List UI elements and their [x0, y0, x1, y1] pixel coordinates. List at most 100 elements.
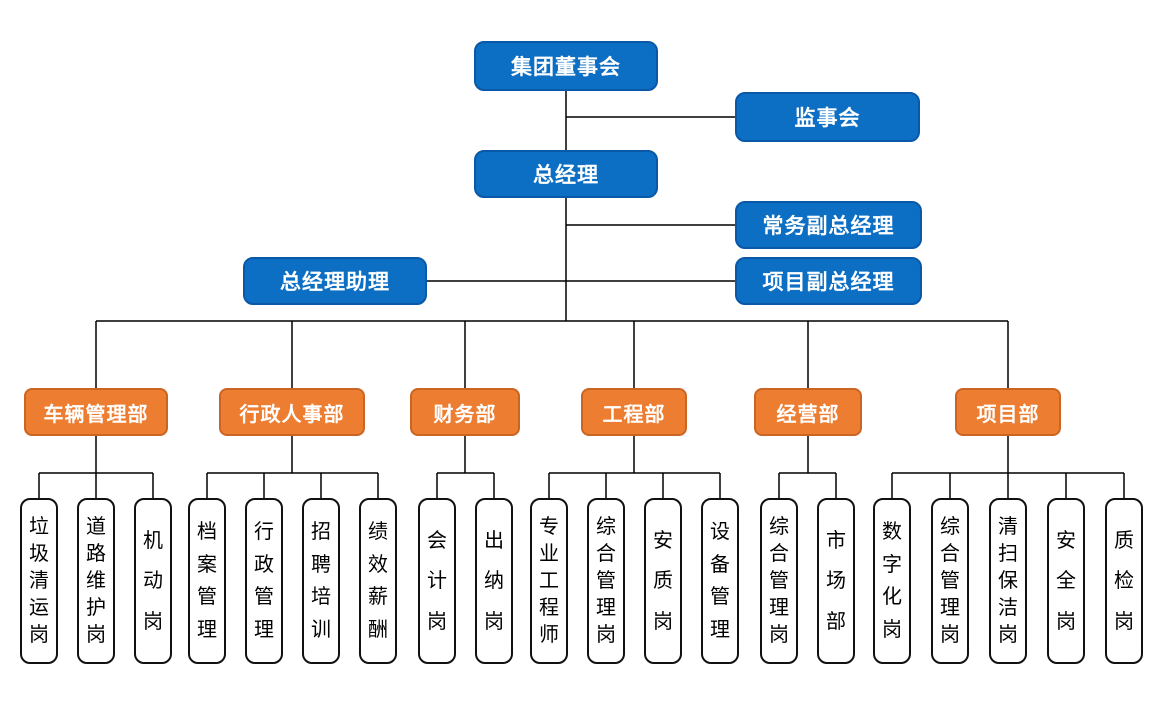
department-node[interactable]: 经营部: [754, 388, 862, 436]
position-label-char: 安: [1056, 529, 1076, 552]
position-label-char: 档: [197, 521, 217, 544]
position-label-char: 扫: [998, 543, 1018, 565]
position-label-char: 市: [826, 529, 846, 552]
position-label-char: 招: [311, 521, 331, 544]
position-label-char: 理: [769, 597, 789, 619]
position-label-char: 培: [311, 586, 331, 609]
position-node[interactable]: 专业工程师: [530, 498, 568, 664]
position-label-char: 备: [710, 553, 730, 576]
node-supervisory-board[interactable]: 监事会: [735, 92, 920, 142]
position-label-char: 岗: [1114, 610, 1134, 633]
position-label-char: 专: [539, 516, 559, 538]
position-label-char: 理: [710, 618, 730, 641]
position-label-char: 行: [254, 521, 274, 544]
position-label-char: 岗: [769, 624, 789, 646]
node-general-manager[interactable]: 总经理: [474, 150, 658, 198]
position-node[interactable]: 安全岗: [1047, 498, 1085, 664]
position-label-char: 工: [539, 570, 559, 592]
position-node[interactable]: 综合管理岗: [587, 498, 625, 664]
department-node[interactable]: 项目部: [955, 388, 1061, 436]
node-project-deputy-gm[interactable]: 项目副总经理: [735, 257, 922, 305]
position-label-char: 岗: [596, 624, 616, 646]
position-node[interactable]: 档案管理: [188, 498, 226, 664]
node-board-of-directors[interactable]: 集团董事会: [474, 41, 658, 91]
position-label-char: 酬: [368, 618, 388, 641]
node-label: 总经理: [533, 164, 599, 187]
position-label-char: 安: [653, 529, 673, 552]
position-label-char: 道: [86, 516, 106, 538]
position-label-char: 计: [427, 570, 447, 592]
position-label-char: 保: [998, 570, 1018, 592]
position-label-char: 岗: [86, 624, 106, 646]
position-label-char: 字: [882, 553, 902, 576]
position-label-char: 场: [826, 570, 846, 592]
department-label: 财务部: [433, 403, 497, 426]
position-label-char: 薪: [368, 586, 388, 609]
position-label-char: 垃: [29, 516, 49, 538]
department-label: 项目部: [976, 403, 1040, 426]
position-label-char: 质: [1114, 529, 1134, 552]
position-label-char: 管: [710, 586, 730, 609]
position-label-char: 数: [882, 521, 902, 544]
position-label-char: 全: [1056, 570, 1076, 592]
position-label-char: 护: [86, 597, 106, 619]
position-label-char: 理: [596, 597, 616, 619]
position-node[interactable]: 会计岗: [418, 498, 456, 664]
position-node[interactable]: 垃圾清运岗: [20, 498, 58, 664]
position-label-char: 综: [940, 516, 960, 538]
position-label-char: 业: [539, 543, 559, 565]
position-label-char: 管: [596, 570, 616, 592]
node-executive-deputy-gm[interactable]: 常务副总经理: [735, 201, 922, 249]
position-label-char: 洁: [998, 597, 1018, 619]
position-node[interactable]: 招聘培训: [302, 498, 340, 664]
position-label-char: 理: [197, 618, 217, 641]
position-label-char: 维: [86, 570, 106, 592]
position-label-char: 检: [1114, 570, 1134, 592]
position-node[interactable]: 道路维护岗: [77, 498, 115, 664]
position-label-char: 效: [368, 553, 388, 576]
position-label-char: 岗: [1056, 610, 1076, 633]
department-node[interactable]: 工程部: [581, 388, 687, 436]
position-label-char: 路: [86, 543, 106, 565]
position-node[interactable]: 出纳岗: [475, 498, 513, 664]
position-node[interactable]: 行政管理: [245, 498, 283, 664]
position-label-char: 理: [254, 618, 274, 641]
position-node[interactable]: 机动岗: [134, 498, 172, 664]
position-node[interactable]: 综合管理岗: [760, 498, 798, 664]
position-label-char: 聘: [311, 553, 331, 576]
position-label-char: 训: [311, 618, 331, 641]
position-label-char: 管: [940, 570, 960, 592]
position-label-char: 质: [653, 570, 673, 592]
position-node[interactable]: 安质岗: [644, 498, 682, 664]
position-label-char: 岗: [29, 624, 49, 646]
department-node[interactable]: 财务部: [410, 388, 520, 436]
position-label-char: 动: [143, 570, 163, 592]
position-label-char: 运: [29, 597, 49, 619]
position-label-char: 综: [769, 516, 789, 538]
position-label-char: 设: [710, 521, 730, 544]
department-node[interactable]: 车辆管理部: [24, 388, 168, 436]
position-label-char: 部: [826, 610, 846, 633]
position-label-char: 合: [596, 543, 616, 565]
position-label-char: 政: [254, 553, 274, 576]
position-label-char: 管: [254, 586, 274, 609]
department-node[interactable]: 行政人事部: [219, 388, 365, 436]
department-label: 车辆管理部: [43, 403, 149, 426]
position-node[interactable]: 设备管理: [701, 498, 739, 664]
position-node[interactable]: 清扫保洁岗: [989, 498, 1027, 664]
position-label-char: 岗: [143, 610, 163, 633]
department-label: 工程部: [602, 403, 666, 426]
position-node[interactable]: 数字化岗: [873, 498, 911, 664]
position-label-char: 师: [539, 624, 559, 646]
position-node[interactable]: 市场部: [817, 498, 855, 664]
node-label: 常务副总经理: [762, 215, 895, 238]
node-label: 集团董事会: [511, 56, 621, 79]
node-gm-assistant[interactable]: 总经理助理: [243, 257, 427, 305]
position-node[interactable]: 综合管理岗: [931, 498, 969, 664]
position-label-char: 清: [29, 570, 49, 592]
position-label-char: 岗: [882, 618, 902, 641]
position-label-char: 程: [539, 597, 559, 619]
position-node[interactable]: 绩效薪酬: [359, 498, 397, 664]
position-node[interactable]: 质检岗: [1105, 498, 1143, 664]
